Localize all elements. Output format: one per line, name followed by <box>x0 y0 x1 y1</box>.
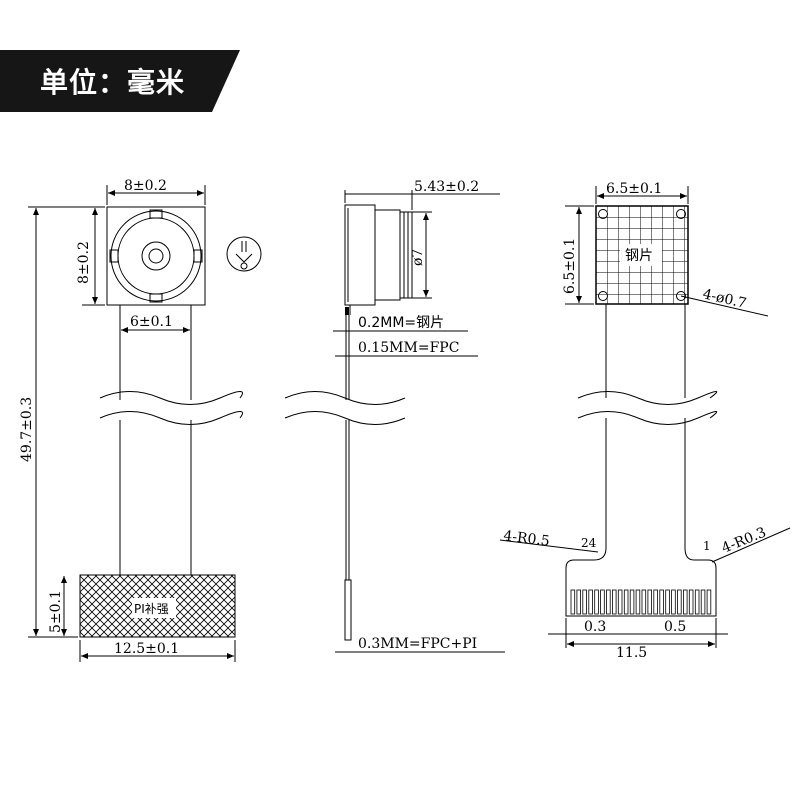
connector-pins <box>570 589 712 615</box>
back-break-line <box>577 391 718 405</box>
connector-pin <box>576 589 582 615</box>
side-lens <box>375 209 401 301</box>
lens-glass <box>141 241 171 271</box>
lens-barrel <box>110 210 202 302</box>
hole-dim: 4-ø0.7 <box>701 286 748 312</box>
connector-pin <box>706 589 712 615</box>
mount-hole <box>598 291 608 301</box>
module-height-dim: 5.43±0.2 <box>414 179 479 195</box>
units-banner: 单位：毫米 <box>0 50 240 112</box>
connector-pin <box>647 589 653 615</box>
connector-pin <box>600 589 605 615</box>
plate-height-dim: 6.5±0.1 <box>562 238 578 294</box>
steel-thickness-dim: 0.2MM=钢片 <box>358 315 444 331</box>
steel-plate-label: 钢片 <box>625 248 653 264</box>
lens-width-dim: 8±0.2 <box>124 178 167 194</box>
connector-pin <box>570 589 576 615</box>
connector-pin <box>606 589 611 615</box>
fpc-thickness-dim: 0.15MM=FPC <box>358 340 459 356</box>
radius-left-dim: 4-R0.5 <box>503 528 551 550</box>
flex-width-dim: 6±0.1 <box>130 314 173 330</box>
front-view: PI补强 8±0.2 8±0.2 6±0.1 49.7±0.3 5±0.1 12… <box>19 178 262 662</box>
connector-pin <box>653 589 658 615</box>
plate-width-dim: 6.5±0.1 <box>606 181 662 197</box>
connector-pin <box>623 589 629 615</box>
mount-hole <box>676 209 686 219</box>
connector-pin <box>582 589 587 615</box>
lens-height-dim: 8±0.2 <box>76 241 92 284</box>
connector-pin <box>594 589 599 615</box>
connector-width-dim: 11.5 <box>616 645 647 661</box>
connector-pin <box>665 589 670 615</box>
stiffener-height-dim: 5±0.1 <box>48 590 64 633</box>
end-thickness-dim: 0.3MM=FPC+PI <box>358 636 477 652</box>
mount-hole <box>598 209 608 219</box>
connector-pin <box>700 589 706 615</box>
units-label: 单位：毫米 <box>40 66 185 99</box>
side-fpc-lower <box>345 420 350 580</box>
pin-end-label: 1 <box>703 539 711 553</box>
side-stiffener <box>344 579 352 641</box>
connector-pin <box>694 589 700 615</box>
pin-start-label: 24 <box>581 536 597 550</box>
pitch-dim: 0.3 <box>584 619 606 635</box>
total-length-dim: 49.7±0.3 <box>19 397 35 462</box>
connector-pin <box>659 589 664 615</box>
side-housing <box>344 204 376 306</box>
stiffener-label: PI补强 <box>134 602 169 616</box>
lens-diameter-dim: ø7 <box>410 249 426 266</box>
stiffener-width-dim: 12.5±0.1 <box>114 641 179 657</box>
connector-pin <box>688 589 694 615</box>
radius-right-dim: 4-R0.3 <box>720 524 769 556</box>
orientation-icon <box>226 236 262 272</box>
gap-dim: 0.5 <box>664 619 686 635</box>
back-flex-upper <box>605 304 686 398</box>
back-flex-lower <box>565 418 717 617</box>
connector-pin <box>671 589 676 615</box>
lens-housing <box>106 206 206 306</box>
connector-pin <box>588 589 593 615</box>
side-break-line <box>284 391 406 405</box>
side-fpc-upper <box>345 315 350 400</box>
connector-pin <box>612 589 617 615</box>
connector-pin <box>641 589 647 615</box>
connector-pin <box>617 589 623 615</box>
connector-pin <box>635 589 641 615</box>
break-line <box>99 391 243 405</box>
mount-hole <box>676 291 686 301</box>
flex-cable-upper <box>119 305 192 400</box>
connector-pin <box>629 589 635 615</box>
connector-pin <box>677 589 682 615</box>
side-view: 5.43±0.2 ø7 0.2MM=钢片 0.15MM=FPC 0.3MM=FP… <box>284 179 505 653</box>
connector-pin <box>683 589 688 615</box>
steel-plate-side <box>345 307 349 315</box>
flex-cable-lower <box>119 420 192 575</box>
back-view: 钢片 6.5±0.1 6.5±0.1 4-ø0.7 4-R0.5 24 1 4-… <box>499 181 791 661</box>
pi-stiffener <box>79 574 236 638</box>
